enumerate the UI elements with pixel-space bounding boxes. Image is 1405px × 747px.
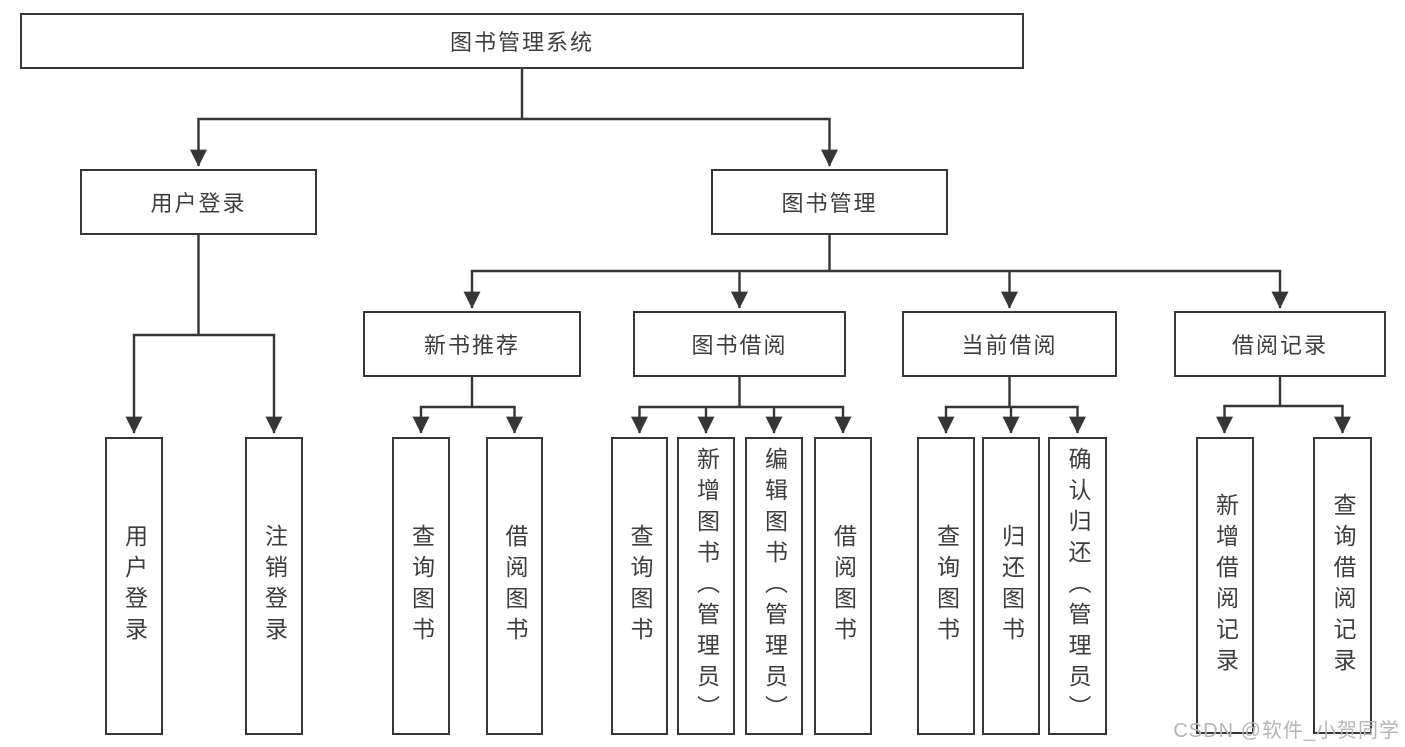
node-label: 查询图书	[408, 524, 435, 648]
node-label: 查询图书	[627, 524, 653, 648]
node-leaf-edit-book-admin: 编辑图书（管理员）	[745, 437, 803, 735]
watermark: CSDN @软件_小贺同学	[1173, 720, 1400, 742]
node-label: 查询图书	[933, 524, 960, 648]
node-label: 借阅记录	[1231, 333, 1328, 358]
node-book-borrowing: 图书借阅	[633, 311, 846, 377]
node-label: 借阅图书	[830, 524, 857, 648]
node-label: 图书借阅	[691, 333, 788, 358]
node-label: 用户登录	[121, 524, 148, 648]
node-leaf-query-books-1: 查询图书	[392, 437, 450, 735]
node-label: 新增借阅记录	[1212, 492, 1239, 679]
node-library-system: 图书管理系统	[20, 13, 1024, 69]
node-leaf-user-login: 用户登录	[105, 437, 163, 735]
node-label: 归还图书	[998, 524, 1025, 648]
node-leaf-query-borrow-record: 查询借阅记录	[1313, 437, 1372, 734]
node-leaf-borrow-books-1: 借阅图书	[486, 437, 543, 735]
node-label: 注销登录	[261, 524, 288, 648]
node-label: 图书管理	[781, 191, 878, 216]
node-leaf-add-book-admin: 新增图书（管理员）	[677, 437, 735, 735]
node-leaf-add-borrow-record: 新增借阅记录	[1196, 437, 1254, 734]
node-leaf-confirm-return-admin: 确认归还（管理员）	[1048, 437, 1107, 735]
node-new-book-recommend: 新书推荐	[363, 311, 581, 377]
node-label: 新书推荐	[423, 333, 520, 358]
node-leaf-query-books-2: 查询图书	[611, 437, 668, 735]
node-label: 确认归还（管理员）	[1065, 446, 1091, 726]
node-label: 新增图书（管理员）	[693, 446, 720, 726]
node-label: 借阅图书	[502, 524, 528, 648]
node-label: 查询借阅记录	[1330, 492, 1356, 679]
node-current-borrowing: 当前借阅	[902, 311, 1117, 377]
node-user-login: 用户登录	[80, 169, 317, 235]
node-borrowing-records: 借阅记录	[1174, 311, 1386, 377]
node-leaf-query-books-3: 查询图书	[917, 437, 975, 735]
node-book-management: 图书管理	[711, 169, 948, 235]
node-label: 图书管理系统	[449, 30, 594, 55]
node-label: 当前借阅	[961, 333, 1058, 358]
node-leaf-return-books: 归还图书	[982, 437, 1040, 735]
node-label: 用户登录	[150, 191, 247, 216]
node-leaf-logout: 注销登录	[245, 437, 303, 735]
node-leaf-borrow-books-2: 借阅图书	[814, 437, 872, 735]
node-label: 编辑图书（管理员）	[761, 446, 788, 726]
